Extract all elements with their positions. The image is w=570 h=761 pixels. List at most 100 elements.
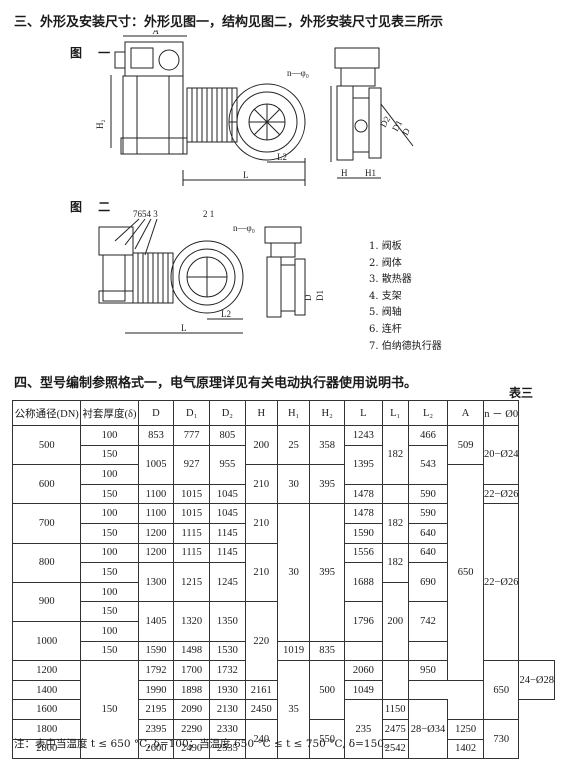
table-row: 1000 100 [11, 620, 555, 662]
table-cell: 1402 [447, 738, 484, 760]
table-cell: 500 [11, 424, 82, 466]
table-cell: 28−Ø34 [407, 699, 449, 760]
dim-D: D [400, 126, 412, 137]
table-cell: 1145 [208, 522, 246, 544]
table-cell: 1478 [344, 503, 383, 524]
figure1-label: 图 一 [70, 46, 117, 60]
table-cell: 1115 [173, 522, 210, 544]
table-cell: 2600 [137, 738, 175, 760]
parts-left-label: 7654 3 [133, 209, 158, 219]
table-cell: 210 [244, 503, 278, 544]
table-cell: 853 [137, 425, 175, 446]
table-cell: 1100 [137, 503, 175, 524]
dimension-table: 公称通径(DN) 衬套厚度(δ) D D₁ D₂ H H₁ H₂ L L₁ L₂… [11, 400, 555, 760]
table-cell: 1405 [137, 601, 175, 642]
table-cell: 20−Ø24 [482, 425, 520, 485]
parts-legend: 1. 阀板 2. 阀体 3. 散热器 4. 支架 5. 阀轴 6. 连杆 7. … [369, 239, 442, 355]
figure2-label: 图 二 [70, 200, 117, 214]
legend-item: 2. 阀体 [369, 257, 402, 269]
table-cell: 1015 [173, 483, 210, 505]
table-cell: 640 [407, 522, 449, 544]
table-cell: 1200 [137, 542, 175, 564]
table-cell: 1100 [137, 483, 175, 505]
col-header: L [344, 400, 383, 426]
dim-n-phi: n—φ₀ [287, 68, 309, 78]
table-cell: 1215 [173, 562, 210, 603]
table-cell: 805 [208, 425, 246, 446]
table-cell: 1115 [173, 542, 210, 564]
table-cell: 640 [407, 542, 449, 564]
table-cell: 1556 [344, 542, 383, 564]
dim-L2: L2 [277, 152, 287, 162]
fig2-n-phi: n—φ₀ [233, 223, 255, 233]
table-cell: 650 [482, 660, 520, 720]
table-cell: 1200 [11, 660, 82, 681]
figure2-drawing: 7654 3 2 1 n—φ₀ L L2 D D1 [98, 209, 325, 334]
dim-D2: D2 [378, 114, 392, 129]
dim-H2: H₂ [95, 119, 105, 129]
table-cell: 150 [80, 522, 139, 544]
table-cell: 700 [11, 503, 82, 544]
table-cell: 1400 [11, 679, 82, 701]
table-cell: 1049 [344, 679, 383, 701]
table-cell: 950 [407, 660, 449, 681]
dim-H: H [341, 168, 348, 178]
legend-item: 5. 阀轴 [369, 307, 402, 319]
table-cell: 1530 [208, 640, 246, 662]
table-cell: 22−Ø26 [482, 483, 520, 505]
table-cell: 2090 [173, 699, 210, 720]
table-cell: 2060 [344, 660, 383, 681]
table-cell: 210 [244, 464, 278, 505]
table-cell: 1045 [208, 483, 246, 505]
table-cell: 100 [80, 425, 139, 446]
table-cell: 1590 [344, 522, 383, 544]
table-cell: 1045 [208, 503, 246, 524]
table-cell: 590 [407, 483, 449, 505]
table-cell: 1700 [173, 660, 210, 681]
table-cell: 690 [407, 562, 449, 603]
table-cell: 1243 [344, 425, 383, 446]
table-cell: 927 [173, 444, 210, 485]
table-cell: 1145 [208, 542, 246, 564]
table-cell: 1250 [447, 718, 484, 740]
col-header: H₂ [309, 400, 346, 426]
table-cell: 30 [276, 464, 311, 505]
table-cell: 210 [244, 542, 278, 603]
col-header: n － Ø0 [482, 400, 520, 426]
table-cell: 2195 [137, 699, 175, 720]
legend-item: 3. 散热器 [369, 274, 412, 286]
table-cell: 1300 [137, 562, 175, 603]
table-cell: 395 [309, 503, 346, 642]
table-cell: 182 [381, 503, 409, 544]
table-row: 600 100 210 30 395 650 [11, 464, 555, 681]
table-row: 1600 2195 2090 2130 2450 235 1150 28−Ø34 [11, 699, 555, 760]
fig2-dim-D1: D1 [315, 290, 325, 301]
parts-right-label: 2 1 [203, 209, 214, 219]
table-row: 150 1590 1498 1530 1019 835 [13, 640, 555, 662]
table-cell: 1350 [208, 601, 246, 642]
table-cell: 35 [276, 660, 311, 760]
table-note: 注：表中当温度 t ≤ 650 °C, δ=100；当温度 650 °C ≤ t… [14, 738, 395, 750]
col-header: L₁ [381, 400, 409, 426]
table-cell: 150 [80, 562, 139, 583]
table-cell: 650 [447, 464, 484, 681]
table-cell [381, 660, 409, 701]
table-row: 150 1405 1320 1350 220 1796 742 [13, 601, 555, 681]
col-header: 衬套厚度(δ) [80, 400, 139, 426]
table-cell: 150 [80, 483, 139, 505]
table-cell: 1688 [344, 562, 383, 603]
col-header: A [447, 400, 484, 426]
col-header: H [244, 400, 278, 426]
table-cell: 1590 [137, 640, 175, 662]
table-cell: 200 [381, 581, 409, 662]
table-cell: 1498 [173, 640, 210, 662]
col-header: 公称通径(DN) [11, 400, 82, 426]
col-header: H₁ [276, 400, 311, 426]
table-cell: 1732 [208, 660, 246, 681]
table-cell: 1245 [208, 562, 246, 603]
table-cell: 24−Ø28 [518, 660, 555, 701]
dim-L: L [243, 170, 249, 180]
table-cell: 466 [407, 425, 449, 446]
table-cell: 150 [80, 444, 139, 466]
table-cell: 182 [381, 542, 409, 583]
